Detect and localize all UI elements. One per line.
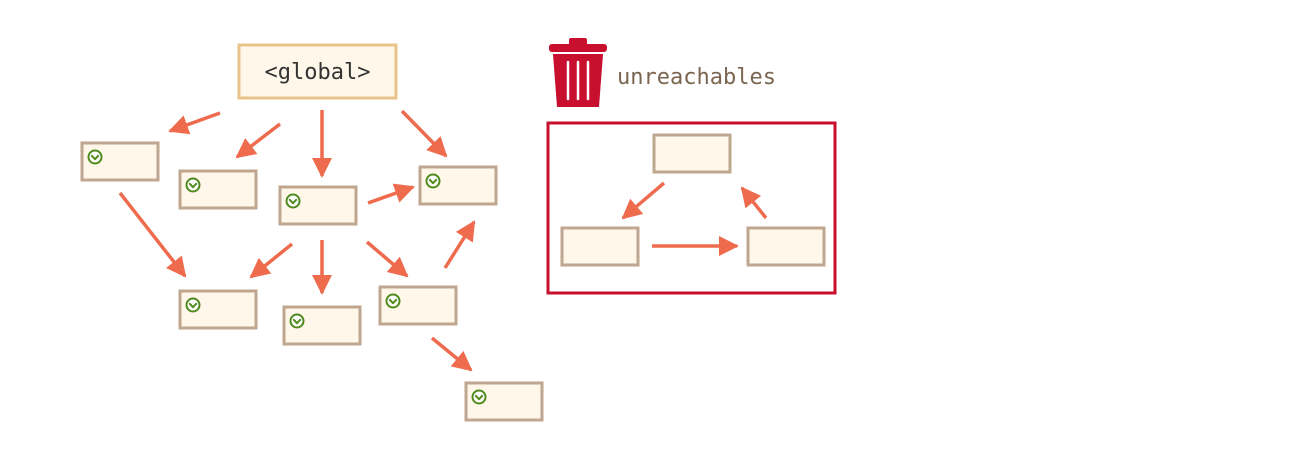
check-circle-icon [285,193,301,209]
node-b [178,169,258,210]
arrow-a-to-e [118,191,187,278]
unreachable-island [546,121,837,295]
check-circle-icon [185,297,201,313]
check-circle-icon [471,389,487,405]
node-g [378,285,458,326]
arrow-global-to-a [168,111,221,135]
node-c [278,185,358,226]
check-circle-icon [185,177,201,193]
trash-can-icon [549,38,607,107]
arrow-c-to-e [249,242,294,279]
island-right [746,226,826,267]
node-a [80,141,160,182]
global-node: <global> [237,43,398,100]
unreachables-label: unreachables [617,65,776,90]
node-e [178,289,258,330]
unreachable-border [546,121,837,295]
node-h [464,381,544,422]
global-label: <global> [265,60,371,85]
arrow-right-to-top [740,186,768,220]
node-d [418,165,498,206]
check-circle-icon [385,293,401,309]
arrow-g-to-d [443,220,476,269]
arrow-g-to-h [430,336,473,372]
reference-arrows [118,109,476,372]
check-circle-icon [87,149,103,165]
node-f [282,305,362,346]
island-left [560,226,640,267]
arrow-global-to-b [235,122,282,159]
check-circle-icon [425,173,441,189]
arrow-c-to-d [367,183,415,205]
arrow-c-to-g [365,240,409,278]
arrow-global-to-d [400,109,448,158]
check-circle-icon [289,313,305,329]
island-top [652,133,732,174]
arrow-top-to-left [621,181,666,220]
